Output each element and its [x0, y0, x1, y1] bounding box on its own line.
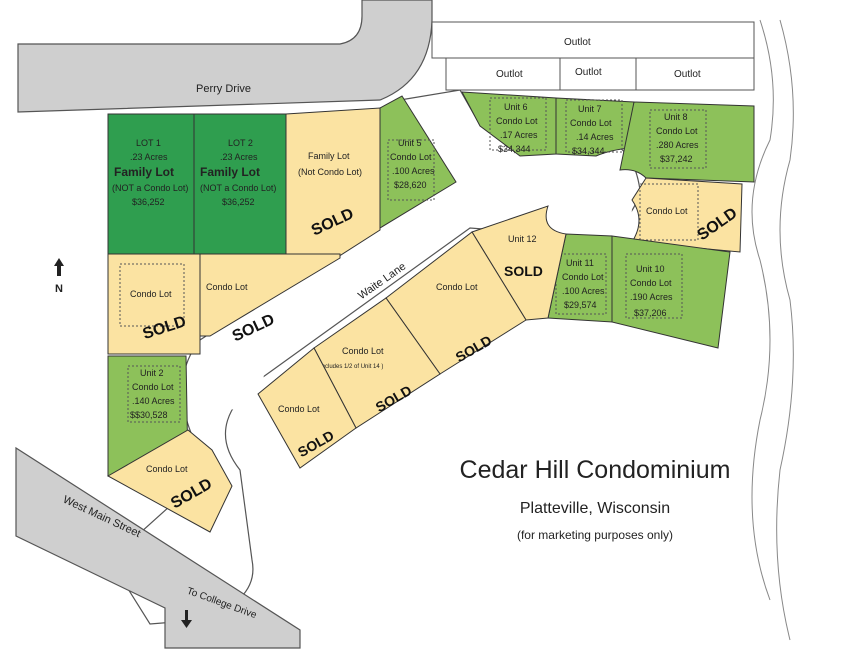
unit-9-type: Condo Lot	[646, 206, 688, 216]
lot-1-type: Family Lot	[114, 165, 174, 179]
unit-6-price: $34,344	[498, 144, 531, 154]
outlot-top	[431, 21, 755, 59]
unit-6	[461, 91, 557, 157]
condo-lot-half-note: (Includes 1/2 of Unit 14 )	[318, 364, 383, 370]
unit-2-type: Condo Lot	[132, 382, 174, 392]
unit-5-acres: .100 Acres	[392, 166, 435, 176]
unit-11-acres: .100 Acres	[562, 286, 605, 296]
unit-12-sold: SOLD	[504, 263, 543, 279]
unit-2-name: Unit 2	[140, 368, 164, 378]
contour-line	[751, 19, 774, 601]
unit-8-acres: .280 Acres	[656, 140, 699, 150]
unit-8-footprint	[649, 109, 707, 169]
unit-12-name: Unit 12	[508, 234, 537, 244]
outlot-right-label: Outlot	[674, 69, 701, 80]
cul-de-sac-east	[564, 174, 632, 242]
outlot-middle-label: Outlot	[575, 67, 602, 78]
unit-8-type: Condo Lot	[656, 126, 698, 136]
condo-lot-half-label: Condo Lot	[342, 346, 384, 356]
outlot-left-label: Outlot	[496, 69, 523, 80]
unit-7-acres: .14 Acres	[576, 132, 614, 142]
condo-lot-west-1-label: Condo Lot	[130, 289, 172, 299]
unit-6-type: Condo Lot	[496, 116, 538, 126]
marketing-note: (for marketing purposes only)	[516, 528, 674, 542]
unit-8-price: $37,242	[660, 154, 693, 164]
unit-10-price: $37,206	[634, 308, 667, 318]
lot-2-acres: .23 Acres	[220, 152, 258, 162]
condo-lot-west-2	[199, 253, 341, 337]
unit-7-footprint	[565, 99, 623, 153]
condo-lot-south-label: Condo Lot	[146, 464, 188, 474]
unit-2-price: $$30,528	[130, 410, 168, 420]
outlot-left	[445, 57, 561, 91]
lot-1-name: LOT 1	[136, 138, 161, 148]
lot-2	[193, 113, 287, 255]
west-main-street-road	[15, 446, 301, 649]
lot-2-name: LOT 2	[228, 138, 253, 148]
north-label: N	[55, 283, 63, 295]
lot-1-note: (NOT a Condo Lot)	[112, 183, 188, 193]
unit-11-name: Unit 11	[566, 258, 594, 268]
lot-1-acres: .23 Acres	[130, 152, 168, 162]
unit-5-type: Condo Lot	[390, 152, 432, 162]
map-title: Cedar Hill Condominium	[459, 456, 731, 484]
unit-7-type: Condo Lot	[570, 118, 612, 128]
condo-lot-west-1	[107, 253, 201, 355]
condo-lot-south	[106, 429, 233, 533]
unit-2-footprint	[127, 365, 181, 423]
outlot-right	[635, 57, 755, 91]
unit-6-name: Unit 6	[504, 102, 528, 112]
family-lot-3-note: (Not Condo Lot)	[298, 167, 362, 177]
unit-5-footprint	[387, 139, 435, 201]
perry-drive-label: Perry Drive	[196, 83, 251, 95]
unit-10-type: Condo Lot	[630, 278, 672, 288]
unit-7-name: Unit 7	[578, 104, 602, 114]
unit-10-name: Unit 10	[636, 264, 665, 274]
unit-6-footprint	[489, 97, 547, 151]
unit-6-acres: .17 Acres	[500, 130, 538, 140]
unit-8	[619, 101, 755, 183]
condo-lot-west-2-label: Condo Lot	[206, 282, 248, 292]
condo-lot-lower-label: Condo Lot	[278, 404, 320, 414]
unit-12	[471, 205, 567, 321]
map-subtitle: Platteville, Wisconsin	[519, 500, 671, 517]
lot-1	[107, 113, 195, 255]
unit-11-footprint	[555, 253, 607, 315]
north-arrow-icon	[54, 258, 64, 276]
condo-lot-upper-label: Condo Lot	[436, 282, 478, 292]
unit-7-price: $34,344	[572, 146, 605, 156]
contour-line	[776, 19, 794, 641]
perry-drive-road	[17, 0, 433, 113]
lot-1-price: $36,252	[132, 197, 165, 207]
unit-11-type: Condo Lot	[562, 272, 604, 282]
family-lot-3	[285, 107, 381, 263]
condo-lot-west-1-footprint	[119, 263, 185, 327]
down-arrow-icon	[181, 610, 192, 628]
unit-9-footprint	[639, 183, 699, 241]
cul-de-sac-west	[188, 334, 264, 410]
unit-5-price: $28,620	[394, 180, 427, 190]
unit-2-acres: .140 Acres	[132, 396, 175, 406]
lot-2-type: Family Lot	[200, 165, 260, 179]
unit-10-acres: .190 Acres	[630, 292, 673, 302]
unit-11-price: $29,574	[564, 300, 597, 310]
unit-5-name: Unit 5	[398, 138, 422, 148]
lot-2-note: (NOT a Condo Lot)	[200, 183, 276, 193]
lot-2-price: $36,252	[222, 197, 255, 207]
unit-8-name: Unit 8	[664, 112, 688, 122]
unit-5	[379, 95, 457, 229]
family-lot-3-type: Family Lot	[308, 151, 350, 161]
outlot-top-label: Outlot	[564, 37, 591, 48]
condo-lot-lower	[257, 347, 357, 469]
unit-10-footprint	[625, 253, 683, 319]
